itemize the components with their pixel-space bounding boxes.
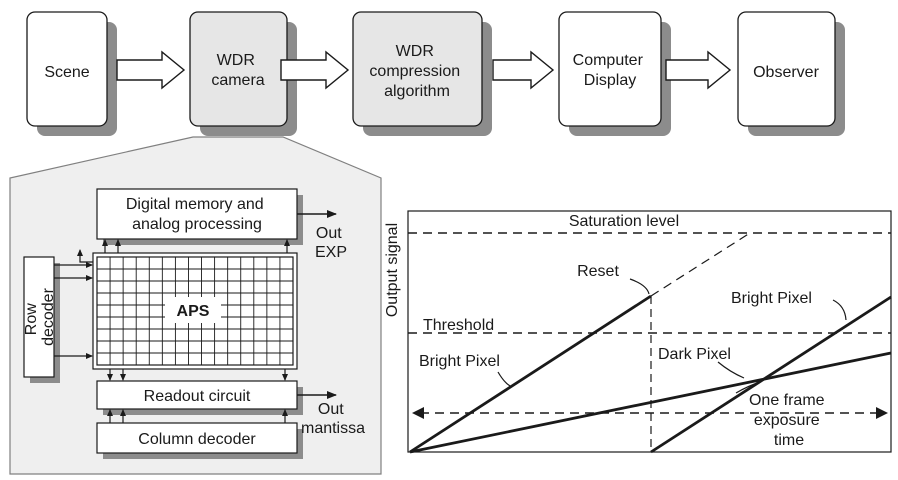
observer-box: Observer	[737, 11, 836, 127]
wdr-compression-label: WDR compression algorithm	[369, 43, 464, 100]
dark-pixel-line	[409, 351, 892, 454]
scene-box: Scene	[26, 11, 108, 127]
row-decoder-box: Row decoder	[23, 256, 57, 378]
reset-leader	[629, 278, 650, 295]
wdr-compression-box: WDR compression algorithm	[352, 11, 483, 127]
aps-pixel-array: APS	[92, 252, 298, 370]
graph-frame	[407, 210, 892, 453]
digital-memory-box: Digital memory and analog processing	[96, 188, 298, 240]
digital-memory-label: Digital memory and analog processing	[126, 196, 268, 233]
out-mantissa-label: Out mantissa	[301, 401, 365, 437]
bright-pixel-2-leader	[832, 299, 847, 321]
wdr-camera-box: WDR camera	[189, 11, 288, 127]
observer-label: Observer	[753, 64, 819, 81]
arrow-compression-to-display	[492, 50, 555, 90]
arrow-scene-to-camera	[116, 50, 186, 90]
row-decoder-label: Row decoder	[23, 287, 57, 345]
dark-pixel-leader	[717, 361, 745, 379]
bright-pixel-label-1: Bright Pixel	[419, 353, 500, 370]
column-decoder-box: Column decoder	[96, 422, 298, 454]
exposure-arrow-left-head	[412, 407, 424, 419]
arrow-left-bus	[77, 249, 93, 263]
frame-exposure-label: One frame exposure time	[749, 392, 829, 449]
arrow-camera-to-compression	[280, 50, 350, 90]
bright-pixel-1-leader	[497, 371, 513, 388]
aps-label: APS	[177, 303, 210, 320]
readout-circuit-box: Readout circuit	[96, 380, 298, 410]
reset-label: Reset	[577, 263, 619, 280]
column-decoder-label: Column decoder	[138, 431, 256, 448]
bright-pixel-line-1	[409, 294, 652, 454]
wdr-camera-label: WDR camera	[211, 52, 264, 89]
threshold-label: Threshold	[423, 317, 494, 334]
readout-circuit-label: Readout circuit	[144, 388, 251, 405]
bright-pixel-label-2: Bright Pixel	[731, 290, 812, 307]
exposure-arrow-right-head	[876, 407, 888, 419]
computer-display-label: Computer Display	[573, 52, 648, 89]
bright-pixel-line-2	[650, 295, 892, 454]
saturation-label: Saturation level	[569, 213, 679, 230]
frame-leader	[735, 381, 761, 394]
y-axis-label: Output signal	[384, 223, 401, 317]
scene-label: Scene	[44, 64, 89, 81]
output-signal-graph: Output signal Saturation level Reset Thr…	[384, 210, 892, 454]
extrapolated-bright-line	[650, 232, 751, 297]
arrow-display-to-observer	[665, 50, 732, 90]
computer-display-box: Computer Display	[558, 11, 662, 127]
out-exp-label: Out EXP	[315, 225, 347, 261]
dark-pixel-label: Dark Pixel	[658, 346, 731, 363]
